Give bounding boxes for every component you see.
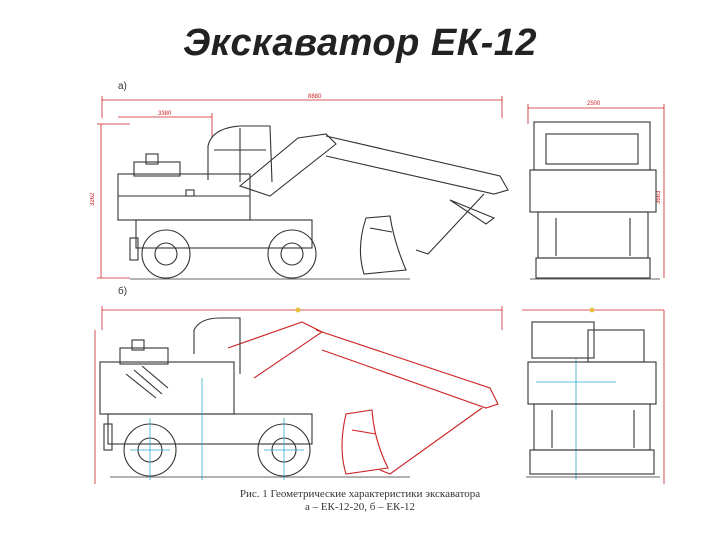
dim-front-width: 2500 xyxy=(587,101,601,107)
caption-line-2: а – ЕК-12-20, б – ЕК-12 xyxy=(304,501,416,513)
alternate-boom-position xyxy=(227,321,499,475)
technical-drawing: а) 8880 3380 3262 xyxy=(90,81,665,484)
top-dimension-overall xyxy=(101,96,503,118)
view-a-label: а) xyxy=(118,81,127,92)
side-height-dimension xyxy=(97,123,130,279)
view-a: а) 8880 3380 3262 xyxy=(90,81,665,280)
view-b-label: б) xyxy=(118,285,127,297)
dimension-markers xyxy=(295,307,595,313)
dim-side-height: 3262 xyxy=(90,192,96,206)
center-axes xyxy=(130,358,616,480)
dim-top-overall: 8880 xyxy=(308,94,322,100)
dim-front-height: 3663 xyxy=(656,190,662,204)
top-dimension-partial xyxy=(118,113,213,138)
excavator-b xyxy=(99,317,410,478)
view-b: б) xyxy=(94,285,665,484)
figure-caption: Рис. 1 Геометрические характеристики экс… xyxy=(200,488,520,514)
excavator-a xyxy=(117,125,509,280)
bottom-dimension-lines xyxy=(94,306,665,484)
caption-line-1: Рис. 1 Геометрические характеристики экс… xyxy=(239,488,481,500)
front-view-b xyxy=(526,321,660,478)
dim-top-partial: 3380 xyxy=(158,111,172,117)
slide-title: Экскаватор ЕК-12 xyxy=(182,22,538,64)
front-view-a: 2500 3663 xyxy=(527,101,665,280)
